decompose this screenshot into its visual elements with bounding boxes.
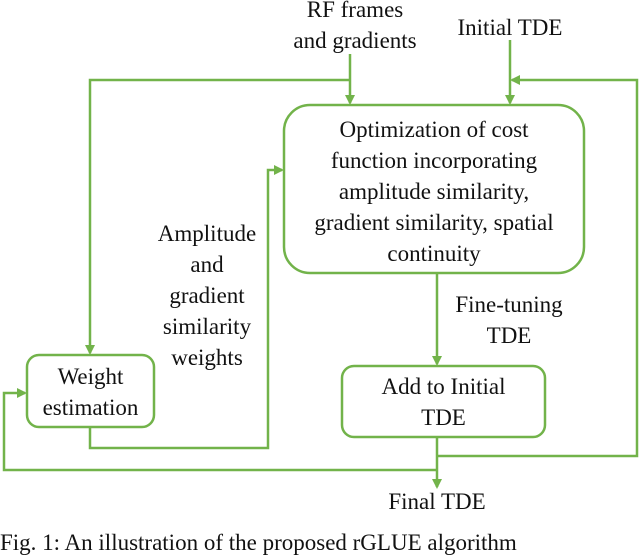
fine-tuning-line1: Fine-tuning [455,292,563,317]
weight-line2: estimation [42,395,139,420]
flow-diagram [2,40,639,489]
weights-line1: Amplitude [157,221,257,246]
weight-line1: Weight [57,364,124,389]
optimization-line4: gradient similarity, spatial [314,210,554,235]
fine-tuning-line2: TDE [486,323,532,348]
weights-label: Amplitude and gradient similarity weight… [140,218,274,373]
optimization-text: Optimization of cost function incorporat… [284,114,584,269]
add-line2: TDE [421,405,466,430]
weights-line5: weights [171,345,243,370]
add-initial-text: Add to Initial TDE [342,371,545,433]
weights-line3: gradient [169,283,245,308]
rf-frames-label: RF frames and gradients [270,0,440,56]
rf-frames-line1: RF frames [306,0,404,22]
fine-tuning-label: Fine-tuning TDE [434,289,584,351]
optimization-line2: function incorporating [330,148,538,173]
optimization-box [282,103,586,275]
add-line1: Add to Initial [381,374,506,399]
weights-line4: similarity [162,314,252,339]
optimization-line1: Optimization of cost [339,117,529,142]
final-to-weight-arrow [2,388,437,472]
weight-estimation-text: Weight estimation [27,361,154,423]
figure-caption: Fig. 1: An illustration of the proposed … [0,530,517,555]
weights-arrow [88,165,284,450]
weights-line2: and [190,252,224,277]
feedback-loop-arrow [437,75,639,458]
final-tde-label: Final TDE [388,489,486,514]
rf-frames-line2: and gradients [293,28,417,53]
initial-tde-label: Initial TDE [457,15,563,40]
optimization-line3: amplitude similarity, [338,179,530,204]
rf-to-weight-arrow [85,78,350,355]
optimization-line5: continuity [387,241,481,266]
add-initial-box [340,364,547,439]
